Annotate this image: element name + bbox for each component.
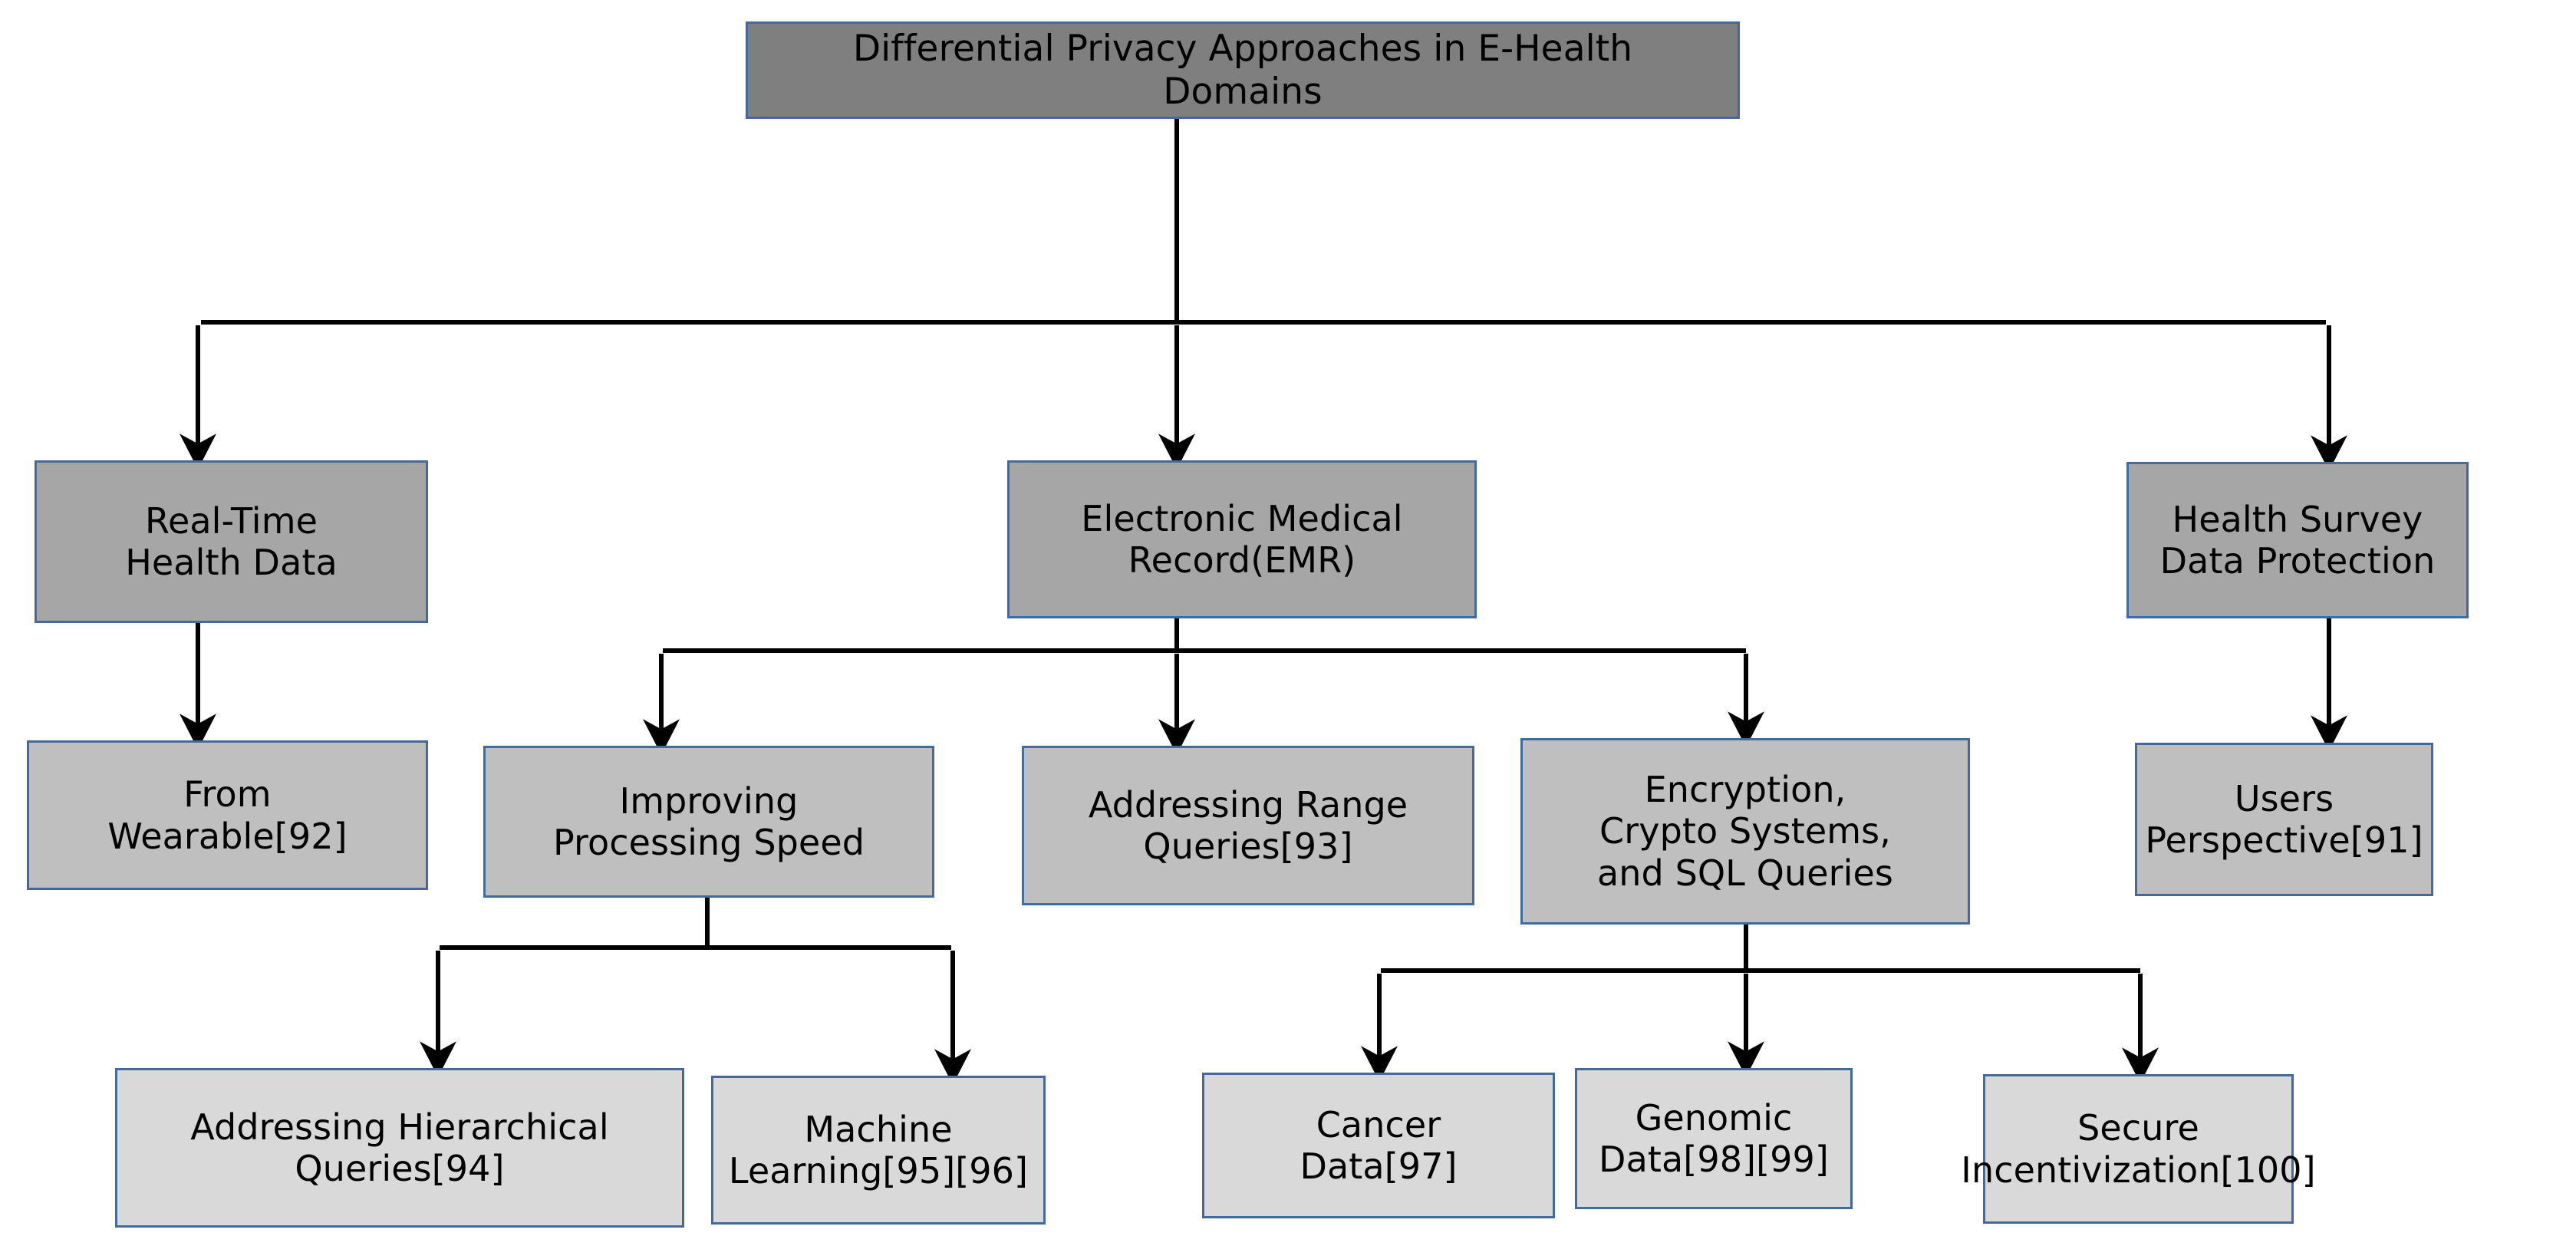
node-cancer-data-label: Cancer Data[97] (1300, 1103, 1458, 1187)
node-addressing-range-queries[interactable]: Addressing Range Queries[93] (1022, 746, 1474, 905)
node-emr[interactable]: Electronic Medical Record(EMR) (1007, 460, 1477, 618)
node-health-survey[interactable]: Health Survey Data Protection (2126, 462, 2469, 618)
node-addressing-range-queries-label: Addressing Range Queries[93] (1088, 783, 1408, 867)
node-machine-learning[interactable]: Machine Learning[95][96] (711, 1076, 1046, 1225)
node-emr-label: Electronic Medical Record(EMR) (1081, 497, 1403, 581)
node-improving-processing-speed[interactable]: Improving Processing Speed (483, 746, 934, 898)
node-from-wearable-label: From Wearable[92] (107, 773, 348, 857)
node-addressing-hierarchical-queries-label: Addressing Hierarchical Queries[94] (190, 1106, 609, 1189)
node-users-perspective[interactable]: Users Perspective[91] (2135, 743, 2433, 896)
node-health-survey-label: Health Survey Data Protection (2159, 498, 2436, 582)
node-realtime-health-data[interactable]: Real-Time Health Data (35, 460, 428, 623)
node-improving-processing-speed-label: Improving Processing Speed (552, 780, 865, 863)
node-root-label: Differential Privacy Approaches in E-Hea… (852, 28, 1633, 113)
node-users-perspective-label: Users Perspective[91] (2145, 777, 2423, 861)
node-encryption-crypto-sql[interactable]: Encryption, Crypto Systems, and SQL Quer… (1520, 738, 1970, 925)
node-cancer-data[interactable]: Cancer Data[97] (1202, 1073, 1555, 1218)
node-genomic-data-label: Genomic Data[98][99] (1599, 1096, 1829, 1180)
node-addressing-hierarchical-queries[interactable]: Addressing Hierarchical Queries[94] (115, 1068, 684, 1228)
node-secure-incentivization[interactable]: Secure Incentivization[100] (1961, 1074, 2316, 1224)
node-secure-incentivization-label: Secure Incentivization[100] (1961, 1107, 2316, 1191)
node-encryption-crypto-sql-label: Encryption, Crypto Systems, and SQL Quer… (1597, 769, 1893, 894)
node-root[interactable]: Differential Privacy Approaches in E-Hea… (746, 21, 1740, 119)
node-realtime-health-data-label: Real-Time Health Data (125, 499, 338, 583)
node-from-wearable[interactable]: From Wearable[92] (27, 740, 428, 890)
node-genomic-data[interactable]: Genomic Data[98][99] (1575, 1068, 1853, 1209)
node-machine-learning-label: Machine Learning[95][96] (728, 1108, 1029, 1192)
